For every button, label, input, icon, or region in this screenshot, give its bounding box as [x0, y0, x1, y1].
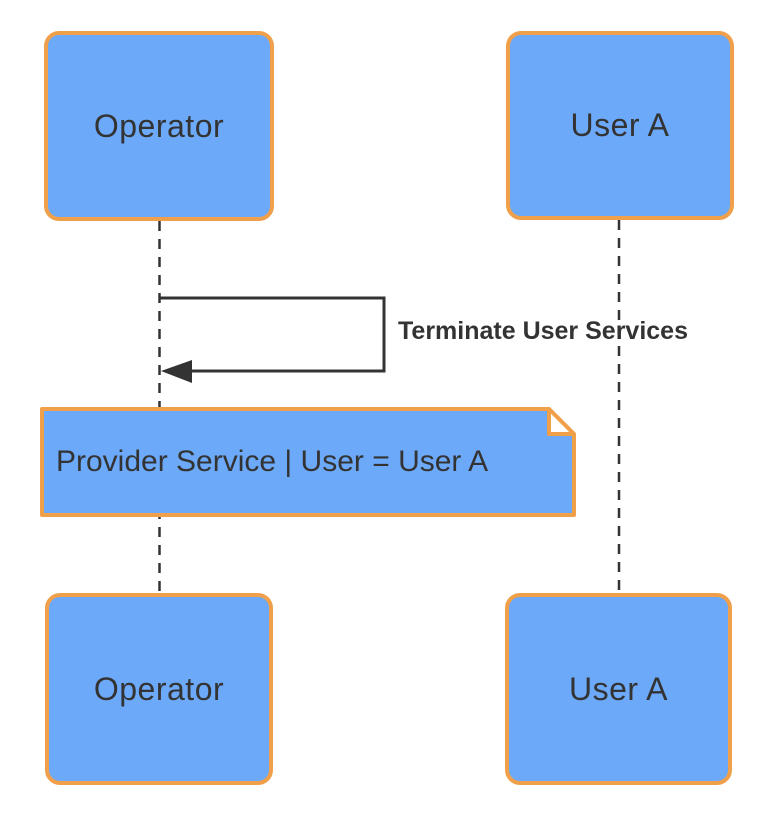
note-text: Provider Service | User = User A: [56, 445, 489, 478]
actor-box-user-a-bottom: User A: [505, 593, 732, 785]
actor-label-user-a-top: User A: [570, 107, 670, 143]
message-label: Terminate User Services: [398, 317, 688, 345]
actor-label-operator-top: Operator: [93, 107, 225, 144]
actor-label-operator-bottom: Operator: [93, 670, 225, 707]
message-arrowhead-icon: [161, 360, 192, 383]
actor-label-user-a-bottom: User A: [568, 670, 669, 707]
actor-box-user-a-top: User A: [506, 31, 734, 220]
actor-box-operator-top: Operator: [44, 31, 274, 221]
note-fold-icon: [547, 407, 576, 436]
note-shape: [40, 407, 576, 517]
actor-box-operator-bottom: Operator: [45, 593, 273, 785]
self-message-arrow: [160, 296, 386, 373]
